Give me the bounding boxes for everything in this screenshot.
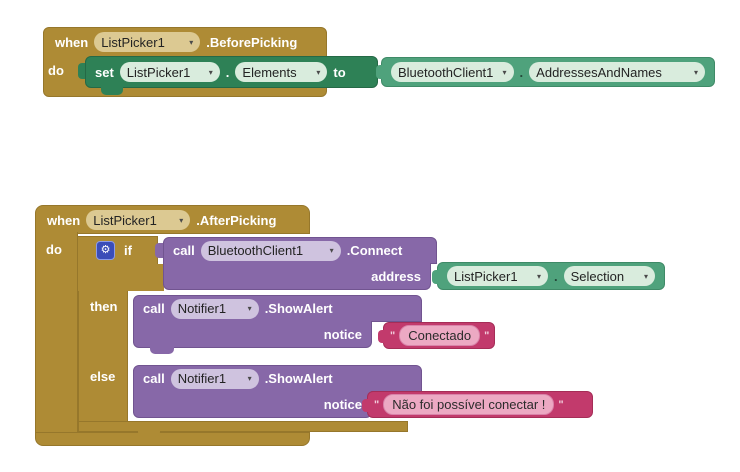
close-quote: " (484, 329, 490, 342)
value-plug (378, 330, 385, 343)
event-label: .BeforePicking (206, 34, 298, 50)
dropdown-arrow-icon: ▾ (502, 67, 507, 77)
call-showalert-then-param-row[interactable]: notice (133, 321, 372, 348)
value-plug (376, 65, 383, 79)
dropdown-value: Elements (242, 64, 297, 80)
if-block-next-tab (138, 430, 160, 437)
to-label: to (333, 64, 346, 80)
component-dropdown-listpicker1[interactable]: ListPicker1 ▾ (447, 266, 549, 286)
dropdown-value: Selection (570, 268, 625, 284)
call-connect-block[interactable]: call BluetoothClient1 ▾ .Connect (163, 237, 437, 264)
dropdown-value: BluetoothClient1 (398, 64, 494, 80)
method-label: .ShowAlert (264, 371, 333, 386)
component-dropdown-listpicker1[interactable]: ListPicker1 ▾ (86, 210, 191, 230)
dropdown-value: Notifier1 (177, 371, 227, 386)
method-label: .Connect (346, 243, 403, 258)
call-showalert-then-block[interactable]: call Notifier1 ▾ .ShowAlert (133, 295, 422, 322)
value-plug (432, 270, 439, 284)
dropdown-arrow-icon: ▾ (247, 374, 252, 383)
dropdown-value: ListPicker1 (101, 34, 165, 50)
when-afterpicking-left-bar (35, 232, 78, 433)
dropdown-arrow-icon: ▾ (179, 215, 184, 225)
then-label: then (90, 299, 118, 314)
dropdown-value: ListPicker1 (126, 64, 191, 80)
close-quote: " (558, 398, 564, 411)
property-dropdown-selection[interactable]: Selection ▾ (563, 266, 655, 286)
property-dropdown-elements[interactable]: Elements ▾ (235, 62, 328, 82)
getter-addressesandnames-block[interactable]: BluetoothClient1 ▾ . AddressesAndNames ▾ (376, 57, 715, 87)
call-showalert-else-block[interactable]: call Notifier1 ▾ .ShowAlert (133, 365, 422, 392)
open-quote: " (374, 398, 380, 411)
when-label: when (55, 34, 89, 50)
value-plug (362, 399, 369, 412)
call-label: call (173, 243, 195, 258)
method-label: .ShowAlert (264, 301, 333, 316)
if-label: if (124, 242, 132, 258)
dropdown-arrow-icon: ▾ (537, 271, 542, 281)
getter-selection-block[interactable]: ListPicker1 ▾ . Selection ▾ (432, 262, 665, 290)
set-elements-block[interactable]: set ListPicker1 ▾ . Elements ▾ to (85, 56, 378, 88)
dropdown-value: ListPicker1 (93, 212, 157, 228)
when-label: when (47, 212, 81, 228)
param-label-notice: notice (323, 396, 362, 412)
call-label: call (143, 371, 165, 386)
dropdown-arrow-icon: ▾ (329, 246, 334, 255)
call-showalert-else-param-row[interactable]: notice (133, 391, 372, 418)
component-dropdown-notifier1[interactable]: Notifier1 ▾ (170, 298, 259, 319)
do-label: do (46, 242, 62, 257)
dropdown-value: BluetoothClient1 (207, 243, 304, 258)
when-afterpicking-header: when ListPicker1 ▾ .AfterPicking (47, 209, 276, 231)
dropdown-arrow-icon: ▾ (247, 304, 252, 313)
if-block-header (78, 236, 158, 265)
if-header-row: ⚙ if (96, 240, 132, 260)
dot-separator: . (225, 64, 230, 80)
set-block-plug (78, 63, 87, 79)
then-call-next-tab (150, 347, 174, 354)
string-block-conectado[interactable]: " Conectado " (378, 322, 495, 349)
dropdown-value: Notifier1 (177, 301, 227, 316)
dropdown-value: AddressesAndNames (536, 64, 662, 80)
when-afterpicking-bottom-bar (35, 432, 310, 446)
call-label: call (143, 301, 165, 316)
dropdown-arrow-icon: ▾ (208, 67, 213, 77)
component-dropdown-notifier1[interactable]: Notifier1 ▾ (170, 368, 259, 389)
set-label: set (95, 64, 114, 80)
when-beforepicking-header: when ListPicker1 ▾ .BeforePicking (55, 31, 297, 53)
dropdown-arrow-icon: ▾ (189, 37, 194, 47)
event-label: .AfterPicking (196, 212, 277, 228)
param-label-address: address (371, 268, 421, 284)
call-connect-param-row[interactable]: address (163, 263, 431, 290)
dropdown-arrow-icon: ▾ (316, 67, 321, 77)
property-dropdown-addressesandnames[interactable]: AddressesAndNames ▾ (529, 62, 705, 82)
if-block-condition-strip (78, 264, 164, 291)
condition-plug (155, 243, 164, 258)
component-dropdown-listpicker1[interactable]: ListPicker1 ▾ (119, 62, 220, 82)
mutator-gear-icon[interactable]: ⚙ (96, 240, 115, 260)
dropdown-arrow-icon: ▾ (643, 271, 648, 281)
open-quote: " (390, 329, 396, 342)
dot-separator: . (519, 64, 524, 80)
set-block-next-tab (101, 87, 123, 95)
dropdown-arrow-icon: ▾ (693, 67, 698, 77)
param-label-notice: notice (323, 326, 362, 342)
else-label: else (90, 369, 116, 384)
dropdown-value: ListPicker1 (454, 268, 518, 284)
component-dropdown-listpicker1[interactable]: ListPicker1 ▾ (94, 32, 201, 52)
string-text-field[interactable]: Não foi possível conectar ! (383, 394, 555, 415)
string-block-nao-foi-possivel[interactable]: " Não foi possível conectar ! " (362, 391, 593, 418)
do-label: do (48, 63, 64, 78)
component-dropdown-bluetoothclient1[interactable]: BluetoothClient1 ▾ (200, 240, 341, 261)
dot-separator: . (554, 268, 558, 284)
component-dropdown-bluetoothclient1[interactable]: BluetoothClient1 ▾ (391, 62, 514, 82)
string-text-field[interactable]: Conectado (399, 325, 481, 346)
if-block-bottom-bar (78, 421, 408, 432)
